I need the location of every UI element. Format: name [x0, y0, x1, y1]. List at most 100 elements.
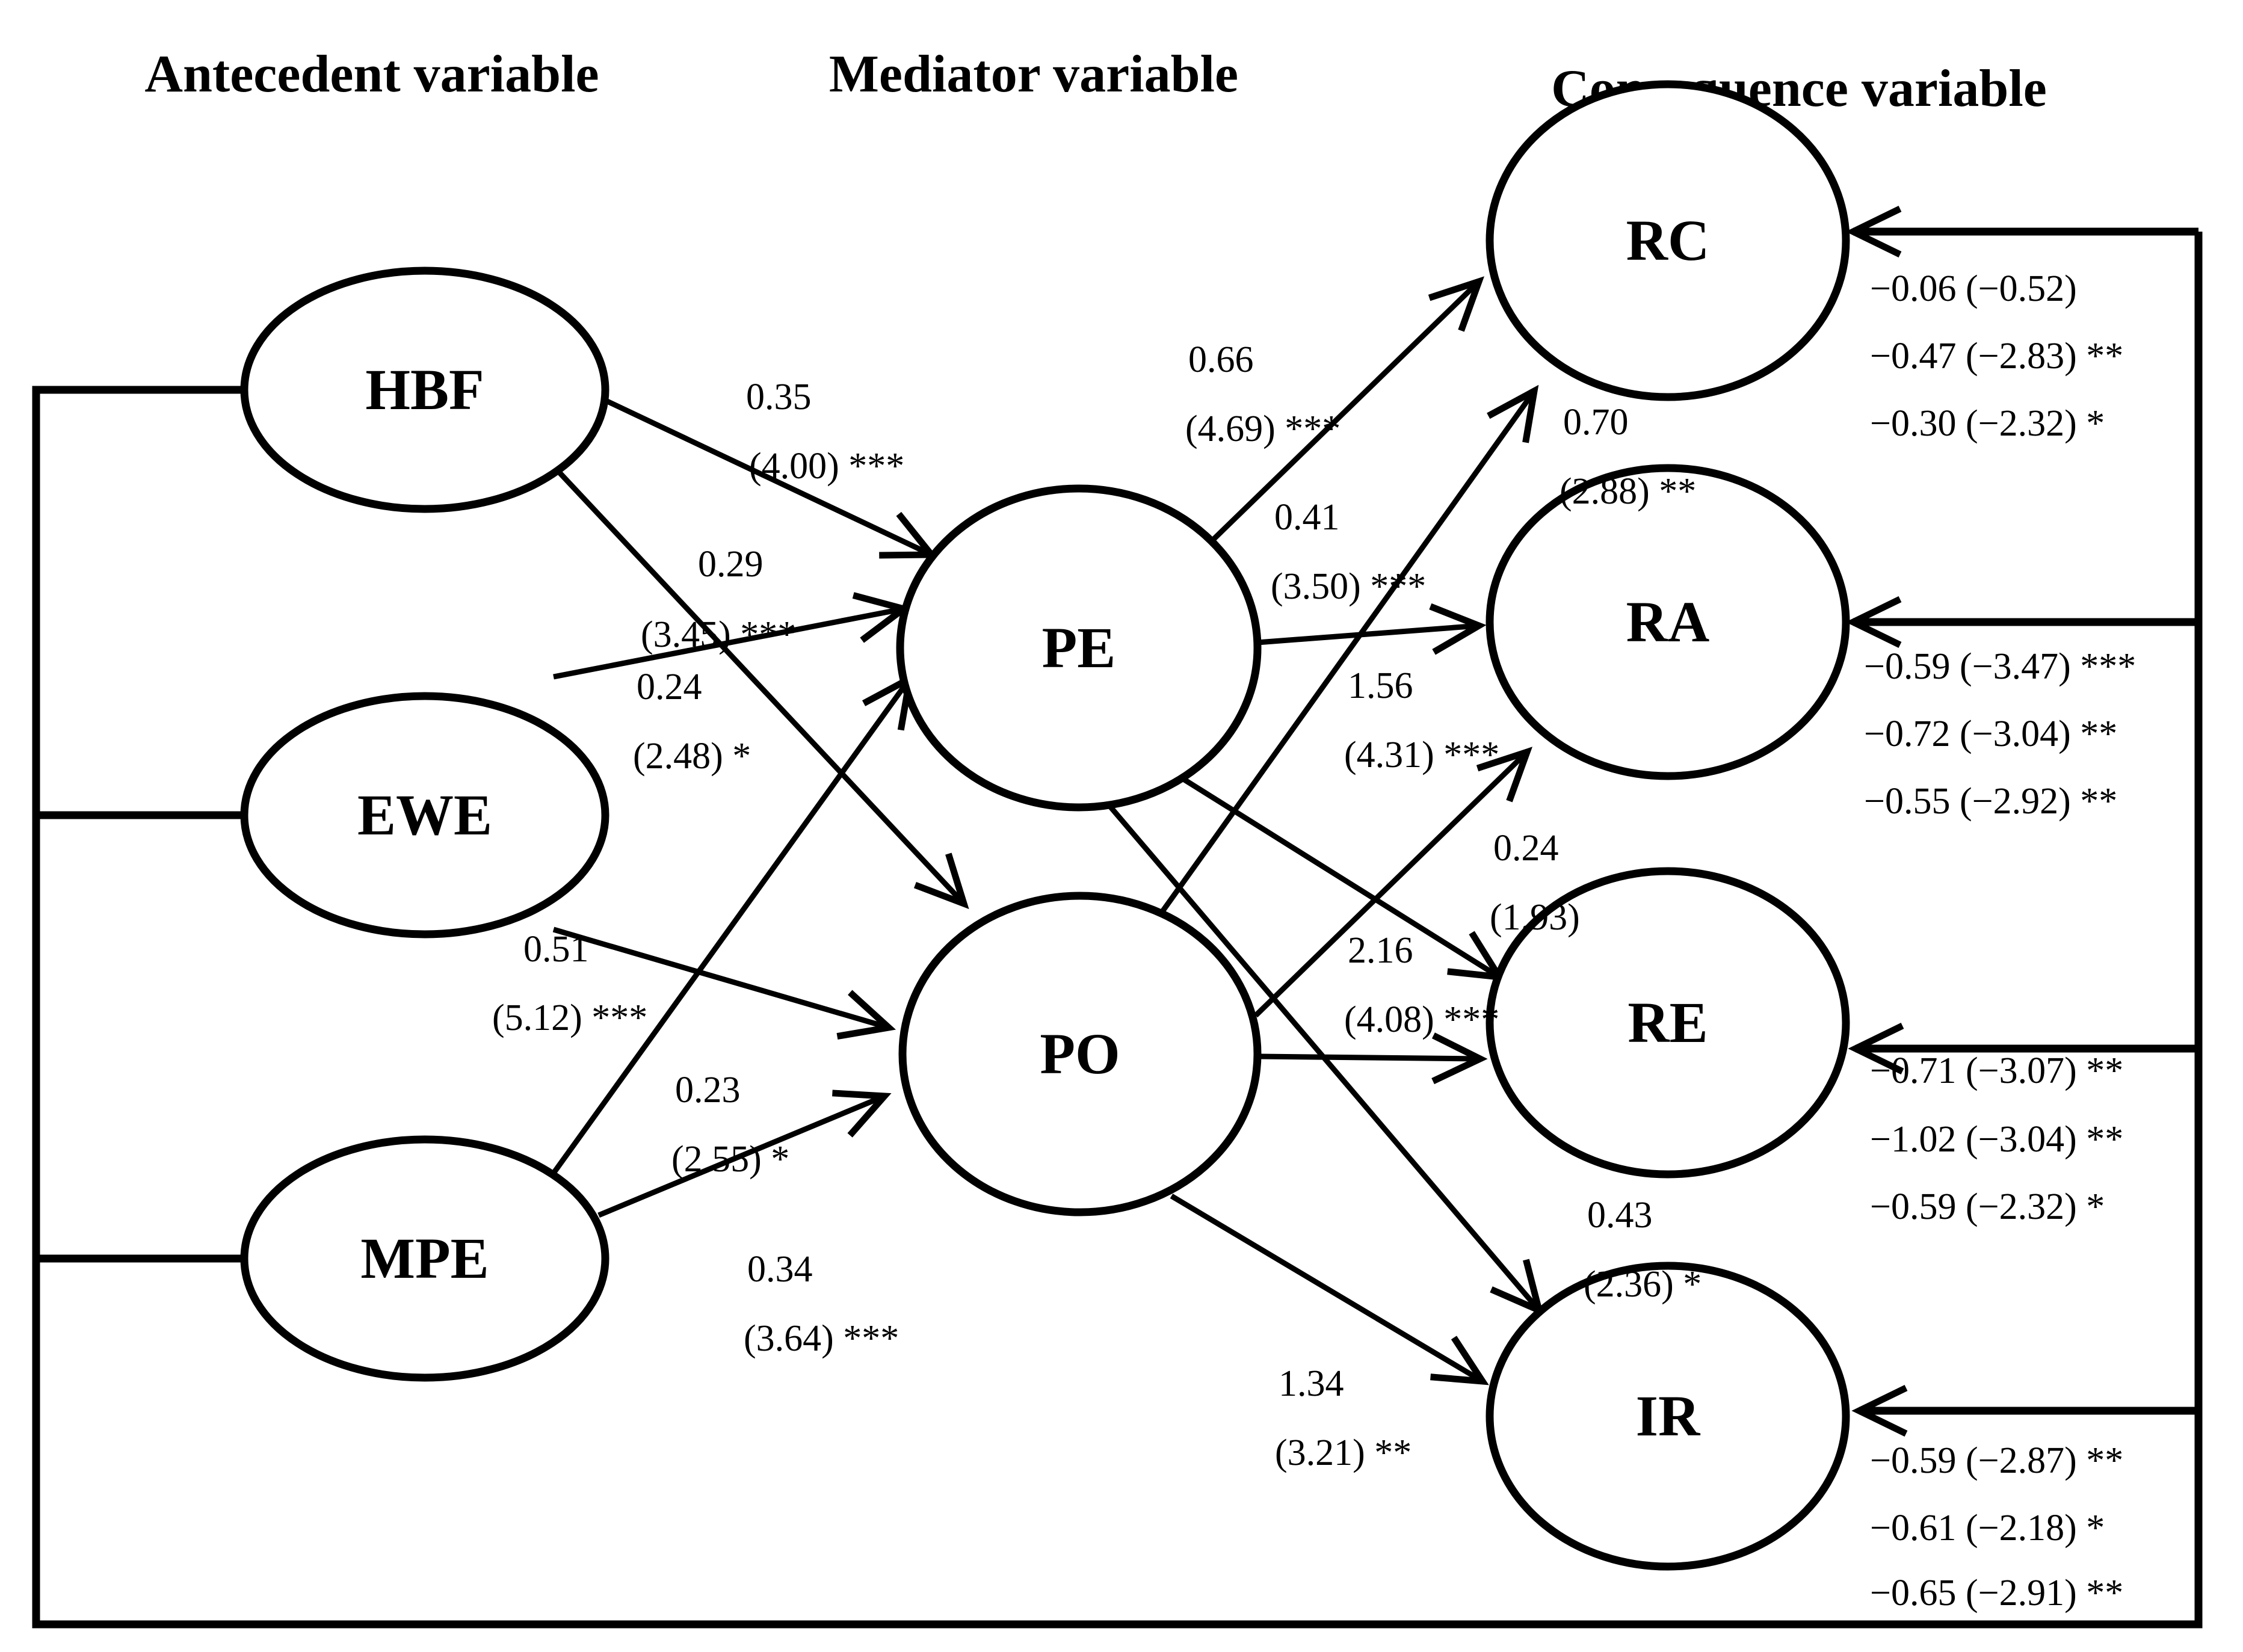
node-ellipse-po — [898, 892, 1262, 1216]
node-rc: RC — [1486, 80, 1850, 401]
direct-effect-rc-row1: −0.06 (−0.52) — [1870, 268, 2077, 309]
path-label-pe-re: 0.24 (1.93) — [1490, 828, 1580, 938]
node-label-ra: RA — [1626, 590, 1710, 654]
node-label-pe: PE — [1042, 615, 1116, 680]
coef-ewe-po: 0.23 — [675, 1070, 741, 1111]
node-ellipse-mpe — [240, 1135, 609, 1382]
tval-mpe-po: (3.64) *** — [744, 1318, 899, 1359]
node-label-mpe: MPE — [360, 1226, 489, 1290]
direct-effect-ir-row3: −0.65 (−2.91) ** — [1870, 1573, 2123, 1613]
path-label-hbf-pe: 0.35 (4.00) *** — [746, 377, 904, 487]
direct-effect-ra-row2: −0.72 (−3.04) ** — [1864, 714, 2117, 754]
edge-po-rc — [1160, 384, 1539, 913]
tval-po-re: (4.08) *** — [1344, 999, 1499, 1040]
edge-pe-ra — [1257, 603, 1487, 655]
tval-hbf-po: (2.48) * — [633, 736, 751, 777]
node-ellipse-re — [1486, 867, 1850, 1179]
header-mediator-variable: Mediator variable — [829, 45, 1238, 103]
tval-pe-re: (1.93) — [1490, 897, 1580, 938]
node-ra: RA — [1486, 464, 1850, 780]
coef-hbf-pe: 0.35 — [746, 377, 812, 418]
edge-mpe-po — [597, 1090, 892, 1218]
direct-effect-ra-row3: −0.55 (−2.92) ** — [1864, 781, 2117, 822]
path-label-hbf-po: 0.24 (2.48) * — [633, 667, 751, 777]
coef-mpe-pe: 0.51 — [523, 929, 589, 970]
edge-mpe-pe — [551, 672, 915, 1175]
direct-effect-re-row1: −0.71 (−3.07) ** — [1870, 1050, 2123, 1091]
path-label-pe-rc: 0.66 (4.69) *** — [1185, 339, 1341, 449]
coef-po-ra: 1.56 — [1348, 665, 1413, 706]
node-label-po: PO — [1040, 1022, 1120, 1086]
coef-po-re: 2.16 — [1348, 930, 1413, 971]
tval-pe-rc: (4.69) *** — [1185, 408, 1341, 449]
coef-hbf-po: 0.24 — [637, 667, 702, 707]
header-antecedent-variable: Antecedent variable — [144, 45, 599, 103]
node-pe: PE — [896, 484, 1262, 812]
node-label-re: RE — [1627, 990, 1708, 1055]
path-label-pe-ir: 0.43 (2.36) * — [1584, 1195, 1702, 1305]
node-ellipse-hbf — [240, 267, 609, 513]
coef-pe-re: 0.24 — [1493, 828, 1559, 869]
edge-po-ir — [1170, 1194, 1489, 1385]
node-ewe: EWE — [240, 692, 609, 938]
outer-box-border — [32, 232, 2203, 1629]
node-label-rc: RC — [1626, 208, 1710, 273]
direct-effect-rc-row3: −0.30 (−2.32) * — [1870, 403, 2105, 444]
tval-po-rc: (2.88) ** — [1560, 471, 1696, 512]
tval-hbf-pe: (4.00) *** — [749, 446, 904, 487]
tval-mpe-pe: (5.12) *** — [492, 997, 647, 1038]
edge-po-re — [1258, 1032, 1488, 1085]
direct-effect-ir-row2: −0.61 (−2.18) * — [1870, 1508, 2105, 1549]
direct-effect-ir-row1: −0.59 (−2.87) ** — [1870, 1440, 2123, 1481]
node-label-ir: IR — [1636, 1384, 1701, 1448]
direct-effect-rc-row2: −0.47 (−2.83) ** — [1870, 336, 2123, 377]
node-ellipse-pe — [896, 484, 1262, 812]
direct-effects-ra: −0.59 (−3.47) *** −0.72 (−3.04) ** −0.55… — [1864, 646, 2136, 822]
direct-effects-ir: −0.59 (−2.87) ** −0.61 (−2.18) * −0.65 (… — [1870, 1440, 2123, 1613]
tval-po-ra: (4.31) *** — [1344, 735, 1499, 775]
edge-ewe-po — [552, 926, 896, 1040]
edge-ewe-pe — [553, 592, 912, 680]
node-ellipse-ewe — [240, 692, 609, 938]
node-label-hbf: HBF — [365, 357, 484, 422]
node-mpe: MPE — [240, 1135, 609, 1382]
node-hbf: HBF — [240, 267, 609, 513]
coef-pe-rc: 0.66 — [1188, 339, 1254, 380]
edge-hbf-pe — [603, 397, 939, 559]
coef-mpe-po: 0.34 — [747, 1249, 813, 1290]
path-label-ewe-pe: 0.29 (3.45) *** — [641, 544, 796, 655]
node-ellipse-rc — [1486, 80, 1850, 401]
path-label-po-ir: 1.34 (3.21) ** — [1275, 1363, 1412, 1473]
coef-pe-ra: 0.41 — [1274, 497, 1340, 538]
path-label-po-re: 2.16 (4.08) *** — [1344, 930, 1499, 1040]
direct-effect-re-row3: −0.59 (−2.32) * — [1870, 1186, 2105, 1227]
coef-po-rc: 0.70 — [1563, 402, 1629, 443]
tval-po-ir: (3.21) ** — [1275, 1432, 1412, 1473]
coef-ewe-pe: 0.29 — [698, 544, 764, 585]
edge-po-ra — [1253, 747, 1533, 1018]
tval-pe-ir: (2.36) * — [1584, 1264, 1702, 1305]
node-re: RE — [1486, 867, 1850, 1179]
path-label-po-rc: 0.70 (2.88) ** — [1560, 402, 1696, 512]
direct-effect-re-row2: −1.02 (−3.04) ** — [1870, 1119, 2123, 1160]
direct-effects-rc: −0.06 (−0.52) −0.47 (−2.83) ** −0.30 (−2… — [1870, 268, 2123, 444]
path-label-mpe-pe: 0.51 (5.12) *** — [492, 929, 647, 1038]
path-label-pe-ra: 0.41 (3.50) *** — [1271, 497, 1426, 607]
node-ir: IR — [1486, 1262, 1850, 1571]
direct-effect-ra-row1: −0.59 (−3.47) *** — [1864, 646, 2136, 687]
node-ellipse-ra — [1486, 464, 1850, 780]
edge-pe-rc — [1204, 276, 1485, 549]
path-label-ewe-po: 0.23 (2.55) * — [671, 1070, 789, 1180]
path-label-po-ra: 1.56 (4.31) *** — [1344, 665, 1499, 775]
edge-hbf-po — [551, 464, 969, 910]
direct-effects-re: −0.71 (−3.07) ** −1.02 (−3.04) ** −0.59 … — [1870, 1050, 2123, 1227]
tval-ewe-po: (2.55) * — [671, 1139, 789, 1180]
coef-pe-ir: 0.43 — [1587, 1195, 1653, 1236]
coef-po-ir: 1.34 — [1279, 1363, 1344, 1404]
path-label-mpe-po: 0.34 (3.64) *** — [744, 1249, 899, 1359]
tval-pe-ra: (3.50) *** — [1271, 566, 1426, 607]
node-label-ewe: EWE — [357, 783, 492, 847]
tval-ewe-pe: (3.45) *** — [641, 614, 796, 655]
